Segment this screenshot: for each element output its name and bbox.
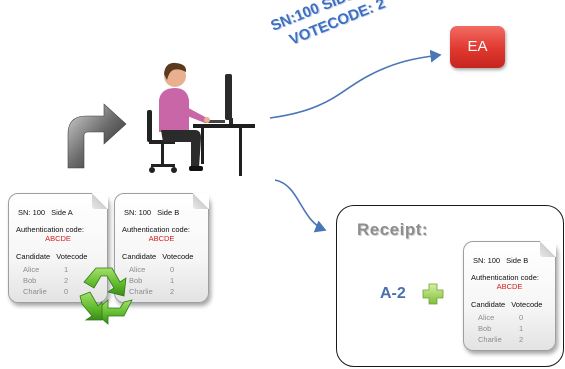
ballot-side: Side B: [506, 256, 529, 265]
col-candidate: Candidate: [471, 300, 506, 309]
col-candidate: Candidate: [122, 252, 157, 261]
auth-label: Authentication code:: [471, 273, 539, 282]
recycle-icon: [79, 267, 133, 325]
ballot-side: Side A: [51, 208, 73, 217]
auth-code: ABCDE: [148, 234, 175, 243]
voter-at-computer-icon: [147, 62, 255, 176]
curved-arrow-icon: [67, 103, 127, 169]
ballot-sn: SN: 100: [18, 208, 46, 217]
arrow-to-ea: [269, 49, 442, 119]
receipt-title: Receipt:: [357, 220, 429, 239]
auth-label: Authentication code:: [122, 225, 190, 234]
auth-code: ABCDE: [496, 282, 523, 291]
ballot-sn: SN: 100: [124, 208, 152, 217]
col-votecode: Votecode: [162, 252, 194, 261]
col-votecode: Votecode: [56, 252, 88, 261]
ballot-side-b: SN: 100 Side B Authentication code: ABCDE…: [114, 193, 209, 303]
ballot-sn: SN: 100: [473, 256, 501, 265]
ea-box: EA: [450, 26, 505, 68]
receipt-vote-code: A-2: [380, 285, 406, 302]
plus-icon: [422, 283, 444, 305]
receipt-ballot: SN: 100 Side B Authentication code: ABCDE…: [463, 241, 556, 351]
auth-label: Authentication code:: [16, 225, 84, 234]
col-votecode: Votecode: [511, 300, 543, 309]
ballot-side-a: SN: 100 Side A Authentication code: ABCDE…: [8, 193, 108, 303]
col-candidate: Candidate: [16, 252, 51, 261]
auth-code: ABCDE: [45, 234, 71, 243]
ballot-side: Side B: [157, 208, 180, 217]
arrow-to-receipt: [274, 179, 327, 233]
